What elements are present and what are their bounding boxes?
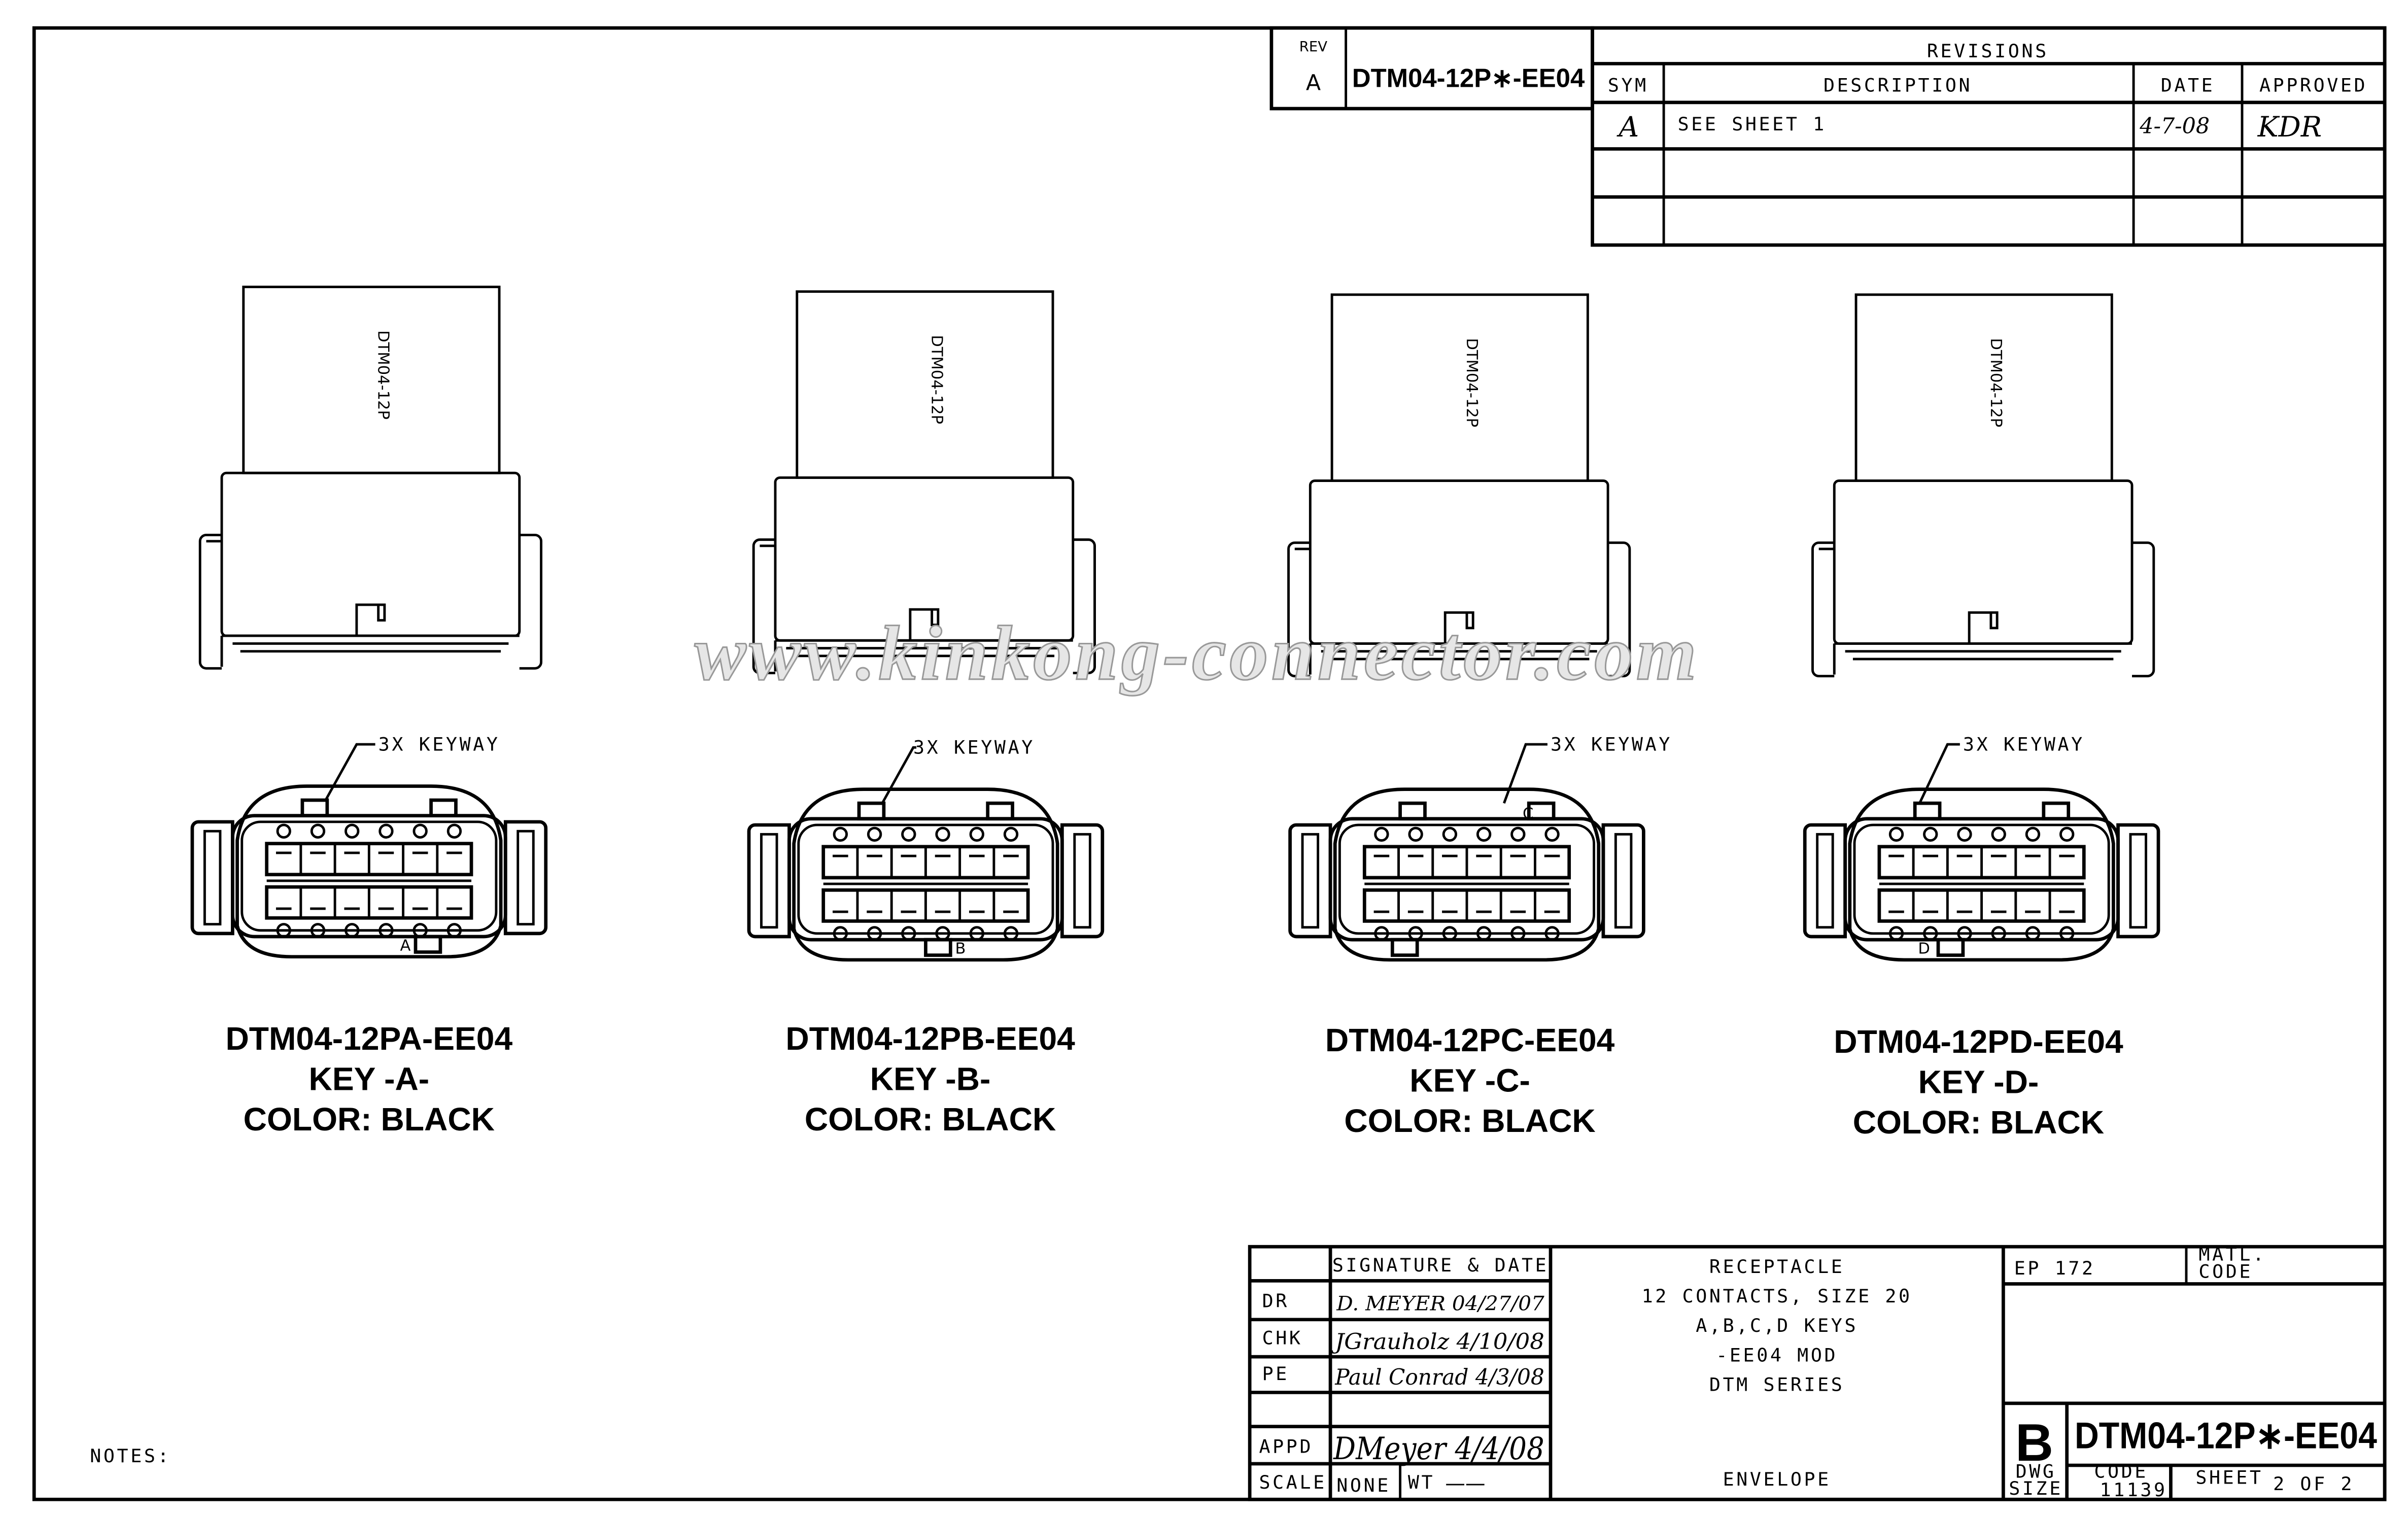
connector-label-b: DTM04-12PB-EE04 KEY -B- COLOR: BLACK xyxy=(785,1020,1075,1138)
side-view-a: DTM04-12P xyxy=(200,287,541,668)
signature-header: SIGNATURE & DATE xyxy=(1332,1254,1549,1276)
drawing-number: DTM04-12P∗-EE04 xyxy=(2075,1415,2377,1456)
sheet-border xyxy=(32,26,2387,1501)
description-line: A,B,C,D KEYS xyxy=(1696,1315,1858,1336)
chk-label: CHK xyxy=(1262,1327,1303,1349)
size-label: SIZE xyxy=(2009,1477,2063,1499)
key-text: KEY -B- xyxy=(870,1061,991,1097)
sheet-value: 2 OF 2 xyxy=(2273,1473,2354,1495)
front-view-c: 3X KEYWAY C xyxy=(1290,733,1672,960)
dwg-label: DWG xyxy=(2016,1461,2056,1483)
wt-label: WT xyxy=(1408,1471,1435,1493)
rev-date: 4-7-08 xyxy=(2139,114,2210,139)
pe-label: PE xyxy=(1262,1363,1289,1385)
revisions-table: REVISIONS SYM DESCRIPTION DATE APPROVED … xyxy=(1591,26,2387,247)
side-view-c: DTM04-12P xyxy=(1289,295,1630,676)
envelope-label: ENVELOPE xyxy=(1723,1468,1831,1490)
rev-approved: KDR xyxy=(2257,111,2322,143)
front-view-a: 3X KEYWAY A xyxy=(192,733,546,956)
keyway-callout: 3X KEYWAY xyxy=(913,736,1035,758)
rev-description: SEE SHEET 1 xyxy=(1678,113,1827,135)
connector-label-c: DTM04-12PC-EE04 KEY -C- COLOR: BLACK xyxy=(1325,1022,1615,1139)
color-text: COLOR: BLACK xyxy=(244,1101,495,1138)
side-view-label: DTM04-12P xyxy=(1463,338,1481,427)
key-letter: A xyxy=(400,937,410,954)
scale-label: SCALE xyxy=(1259,1471,1326,1493)
rev-sym: A xyxy=(1616,111,1639,143)
notes-label: NOTES: xyxy=(90,1445,171,1467)
ep-value: EP 172 xyxy=(2014,1257,2095,1279)
dwg-size-letter: B xyxy=(2015,1414,2053,1472)
sheet-label: SHEET xyxy=(2195,1467,2263,1489)
wt-value: —— xyxy=(1445,1472,1485,1495)
code-label: CODE xyxy=(2094,1461,2148,1483)
chk-signature: JGrauholz 4/10/08 xyxy=(1331,1329,1544,1355)
code-value: 11139 xyxy=(2100,1479,2167,1501)
dr-label: DR xyxy=(1262,1290,1289,1312)
keyway-callout: 3X KEYWAY xyxy=(1963,733,2085,755)
matl-label: MATL. xyxy=(2198,1244,2266,1265)
keyway-callout: 3X KEYWAY xyxy=(1551,733,1672,755)
side-view-label: DTM04-12P xyxy=(928,335,946,424)
col-sym: SYM xyxy=(1608,74,1648,96)
color-text: COLOR: BLACK xyxy=(805,1101,1056,1138)
appd-label: APPD xyxy=(1259,1436,1313,1458)
description-line: 12 CONTACTS, SIZE 20 xyxy=(1642,1285,1912,1307)
side-view-label: DTM04-12P xyxy=(374,330,392,420)
description-line: -EE04 MOD xyxy=(1716,1344,1838,1366)
col-description: DESCRIPTION xyxy=(1824,74,1972,96)
key-text: KEY -A- xyxy=(309,1061,430,1097)
connector-label-a: DTM04-12PA-EE04 KEY -A- COLOR: BLACK xyxy=(225,1020,512,1138)
part-number: DTM04-12PB-EE04 xyxy=(785,1020,1075,1057)
part-number: DTM04-12PD-EE04 xyxy=(1834,1023,2123,1060)
rev-value: A xyxy=(1306,70,1321,95)
front-view-b: 3X KEYWAY B xyxy=(749,736,1103,959)
key-letter: B xyxy=(955,940,966,958)
description-line: DTM SERIES xyxy=(1709,1373,1845,1395)
rev-label: REV xyxy=(1299,39,1327,55)
rev-box: REV A DTM04-12P∗-EE04 xyxy=(1269,26,1594,111)
key-letter: D xyxy=(1918,940,1930,958)
part-number: DTM04-12PA-EE04 xyxy=(225,1020,512,1057)
matl-code-label: CODE xyxy=(2198,1260,2253,1282)
color-text: COLOR: BLACK xyxy=(1853,1104,2104,1141)
title-block: SIGNATURE & DATE DR D. MEYER 04/27/07 CH… xyxy=(1248,1244,2387,1501)
rev-part-number: DTM04-12P∗-EE04 xyxy=(1352,63,1585,93)
pe-signature: Paul Conrad 4/3/08 xyxy=(1334,1365,1544,1390)
appd-signature: DMeyer 4/4/08 xyxy=(1333,1431,1544,1467)
connector-label-d: DTM04-12PD-EE04 KEY -D- COLOR: BLACK xyxy=(1834,1023,2123,1141)
dr-value: D. MEYER 04/27/07 xyxy=(1336,1292,1544,1315)
col-date: DATE xyxy=(2161,74,2215,96)
side-view-label: DTM04-12P xyxy=(1987,338,2005,427)
part-number: DTM04-12PC-EE04 xyxy=(1325,1022,1615,1058)
key-letter: C xyxy=(1523,805,1533,823)
key-text: KEY -C- xyxy=(1409,1062,1530,1099)
side-view-d: DTM04-12P xyxy=(1812,295,2153,676)
side-view-b: DTM04-12P xyxy=(753,292,1094,673)
scale-value: NONE xyxy=(1336,1474,1391,1496)
watermark: www.kinkong-connector.com xyxy=(695,611,1700,697)
col-approved: APPROVED xyxy=(2259,74,2367,96)
key-text: KEY -D- xyxy=(1918,1064,2039,1100)
revisions-title: REVISIONS xyxy=(1927,40,2049,62)
color-text: COLOR: BLACK xyxy=(1344,1103,1595,1139)
front-view-d: 3X KEYWAY D xyxy=(1805,733,2158,960)
keyway-callout: 3X KEYWAY xyxy=(379,733,500,755)
description-line: RECEPTACLE xyxy=(1709,1256,1845,1278)
table-row: A SEE SHEET 1 4-7-08 KDR xyxy=(1616,111,2322,143)
